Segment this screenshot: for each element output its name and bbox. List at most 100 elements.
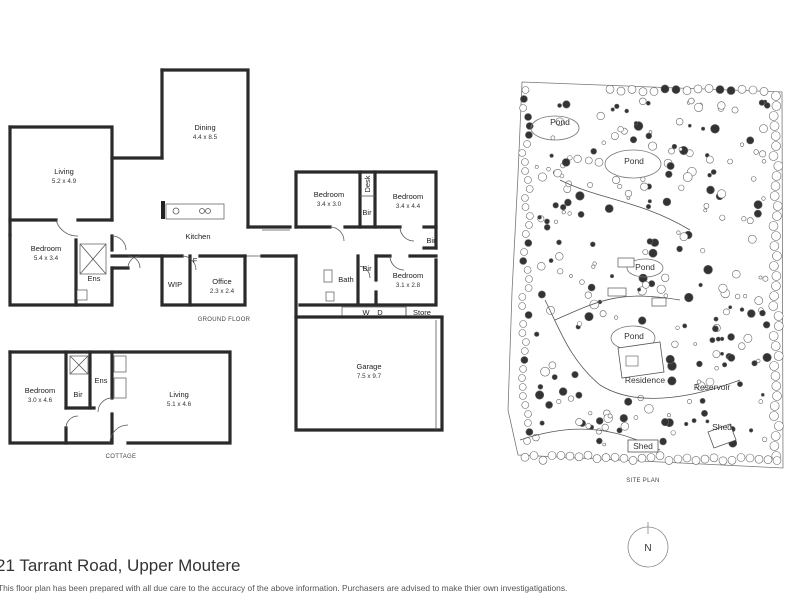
tree-icon — [770, 371, 781, 381]
cottage-plan — [8, 350, 232, 445]
room-label-cottage-bir: Bir — [73, 390, 83, 399]
tree-icon — [521, 230, 530, 238]
tree-icon — [769, 121, 780, 131]
tree-icon — [698, 282, 703, 288]
tree-icon — [748, 85, 758, 95]
tree-icon — [684, 292, 694, 303]
tree-icon — [557, 103, 562, 108]
tree-icon — [607, 413, 613, 419]
tree-icon — [553, 219, 558, 224]
tree-icon — [772, 211, 782, 221]
tree-icon — [519, 392, 527, 400]
tree-icon — [521, 158, 529, 166]
tree-icon — [645, 132, 652, 140]
site-label-pond-4: Pond — [624, 331, 644, 341]
tree-icon — [609, 274, 614, 279]
tree-icon — [628, 456, 638, 465]
site-trees — [518, 84, 784, 466]
tree-icon — [759, 124, 768, 133]
tree-icon — [639, 97, 647, 106]
tree-icon — [758, 99, 766, 106]
tree-icon — [525, 131, 533, 139]
north-arrow-icon: N — [627, 522, 669, 568]
tree-icon — [525, 122, 534, 130]
tree-icon — [589, 299, 600, 310]
site-label-shed-1: Shed — [712, 422, 732, 432]
tree-icon — [772, 201, 783, 211]
tree-icon — [599, 310, 607, 318]
tree-icon — [601, 423, 609, 432]
tree-icon — [703, 208, 708, 213]
tree-icon — [718, 283, 728, 293]
tree-icon — [673, 454, 683, 464]
tree-icon — [571, 371, 579, 379]
tree-icon — [728, 305, 733, 310]
tree-icon — [773, 321, 784, 331]
tree-icon — [614, 103, 620, 109]
tree-icon — [575, 391, 583, 399]
tree-icon — [750, 176, 757, 182]
tree-icon — [656, 284, 666, 294]
tree-icon — [727, 455, 737, 465]
tree-icon — [754, 454, 764, 464]
tree-icon — [726, 86, 736, 95]
tree-icon — [552, 202, 559, 209]
tree-icon — [714, 366, 719, 371]
tree-icon — [741, 216, 747, 222]
tree-icon — [715, 85, 725, 94]
tree-icon — [556, 239, 562, 246]
tree-icon — [596, 111, 605, 121]
tree-icon — [561, 210, 566, 215]
tree-icon — [646, 453, 656, 462]
tree-icon — [773, 161, 784, 171]
room-label-store: Store — [413, 308, 431, 317]
tree-icon — [524, 311, 533, 319]
tree-icon — [567, 395, 575, 402]
tree-icon — [739, 307, 745, 312]
tree-icon — [538, 455, 548, 465]
tree-icon — [771, 101, 782, 111]
tree-icon — [525, 275, 533, 283]
tree-icon — [771, 281, 781, 291]
tree-icon — [727, 333, 735, 341]
tree-icon — [544, 218, 550, 225]
tree-icon — [754, 209, 762, 218]
tree-icon — [682, 172, 693, 182]
tree-icon — [771, 91, 781, 101]
tree-icon — [772, 456, 782, 465]
tree-icon — [769, 291, 779, 301]
tree-icon — [604, 204, 614, 213]
room-label-cottage-ens: Ens — [95, 376, 108, 385]
tree-icon — [676, 245, 683, 253]
tree-icon — [613, 315, 619, 320]
tree-icon — [676, 230, 681, 235]
tree-icon — [638, 316, 647, 325]
tree-icon — [569, 274, 573, 278]
tree-icon — [759, 87, 769, 96]
tree-icon — [555, 117, 565, 127]
tree-icon — [712, 350, 721, 358]
tree-icon — [537, 384, 544, 390]
door-swings — [55, 219, 415, 301]
tree-icon — [649, 87, 659, 96]
tree-icon — [666, 162, 675, 170]
tree-icon — [701, 126, 706, 131]
tree-icon — [587, 182, 593, 188]
tree-icon — [556, 398, 562, 404]
tree-icon — [522, 338, 530, 346]
tree-icon — [518, 329, 527, 337]
tree-icon — [557, 268, 564, 275]
tree-icon — [768, 301, 779, 311]
tree-icon — [703, 265, 713, 275]
tree-icon — [559, 173, 565, 179]
tree-icon — [671, 143, 678, 150]
tree-icon — [591, 264, 596, 269]
tree-icon — [675, 117, 684, 126]
tree-icon — [627, 85, 637, 94]
tree-icon — [518, 302, 527, 310]
tree-icon — [524, 284, 533, 292]
tree-icon — [687, 123, 692, 128]
caption-site-plan: SITE PLAN — [626, 478, 659, 484]
tree-icon — [549, 153, 554, 158]
tree-icon — [619, 453, 629, 463]
